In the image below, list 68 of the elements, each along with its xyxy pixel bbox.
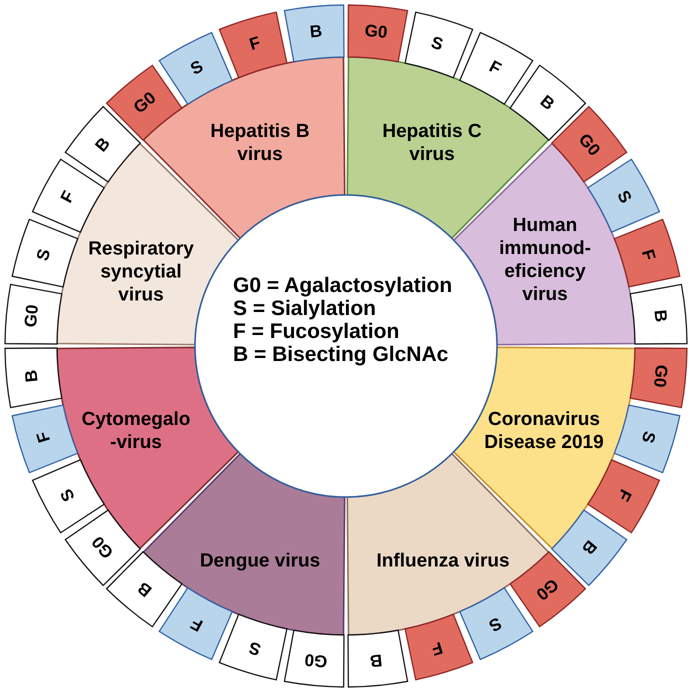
ring-segment [458, 586, 534, 661]
glycan-code: S [56, 485, 80, 505]
ring-segment [629, 283, 688, 345]
ring-segment [347, 629, 409, 688]
ring-segment [218, 11, 288, 79]
glycan-code: F [188, 612, 206, 635]
virus-name: Coronavirus Disease 2019 [483, 408, 605, 454]
virus-name: Cytomegalo -virus [80, 408, 192, 454]
glycan-code: B [92, 134, 115, 156]
ring-segment [11, 218, 79, 288]
ring-segment [629, 347, 688, 409]
glycan-code: S [612, 187, 636, 207]
ring-segment [347, 4, 409, 63]
virus-name: Hepatitis B virus [209, 120, 311, 166]
glycan-code: B [649, 309, 670, 324]
ring-segment [613, 218, 681, 288]
ring-segment [218, 613, 288, 681]
ring-segment [586, 158, 661, 234]
glycan-code: F [486, 57, 504, 80]
ring-segment [283, 4, 345, 63]
glycan-code: B [309, 22, 324, 43]
abbreviation-definition: F = Fucosylation [233, 320, 400, 343]
ring-segment [404, 11, 474, 79]
glycan-code: S [636, 428, 659, 446]
virus-name: Dengue virus [198, 550, 322, 572]
virus-name: Respiratory syncytial virus [87, 238, 195, 306]
ring-segment [586, 458, 661, 534]
glycan-code: B [368, 649, 383, 670]
ring-segment [613, 404, 681, 474]
glycan-code: B [134, 577, 156, 600]
ring-segment [4, 283, 63, 345]
glycan-code: S [428, 33, 446, 56]
glycan-code: G0 [574, 130, 604, 160]
glycan-code: S [187, 56, 207, 80]
ring-segment [158, 586, 234, 661]
virus-name: Human immunod- eficiency virus [498, 214, 592, 306]
glycan-code: B [536, 92, 558, 115]
ring-segment [31, 158, 106, 234]
glycan-code: B [577, 536, 600, 558]
ring-segment [283, 629, 345, 688]
virus-name: Hepatitis C virus [381, 120, 483, 166]
glycan-code: S [246, 636, 264, 659]
ring-segment [404, 613, 474, 681]
glycan-code: F [57, 188, 80, 206]
glycan-code: G0 [532, 574, 562, 604]
glycan-code: G0 [88, 532, 118, 562]
virus-name: Influenza virus [375, 550, 511, 572]
glycan-code: G0 [363, 21, 388, 44]
glycan-code: F [636, 247, 659, 263]
glycan-code: B [22, 368, 43, 383]
glycan-code: F [247, 33, 263, 56]
ring-segment [4, 347, 63, 409]
glycan-code: F [33, 429, 56, 445]
abbreviation-definition: B = Bisecting GlcNAc [233, 343, 450, 366]
abbreviation-definition: S = Sialylation [233, 297, 377, 320]
ring-segment [158, 31, 234, 106]
glycan-code: F [429, 636, 445, 659]
glycan-code: G0 [21, 304, 44, 329]
ring-segment [11, 404, 79, 474]
abbreviation-definition: G0 = Agalactosylation [233, 274, 452, 297]
glycan-code: G0 [648, 363, 671, 388]
ring-segment [458, 31, 534, 106]
glycan-code: G0 [130, 88, 160, 118]
glycan-code: G0 [304, 648, 329, 671]
glycan-code: S [485, 612, 505, 636]
glycan-code: S [33, 246, 56, 264]
glycan-code: F [612, 486, 635, 504]
ring-segment [31, 458, 106, 534]
